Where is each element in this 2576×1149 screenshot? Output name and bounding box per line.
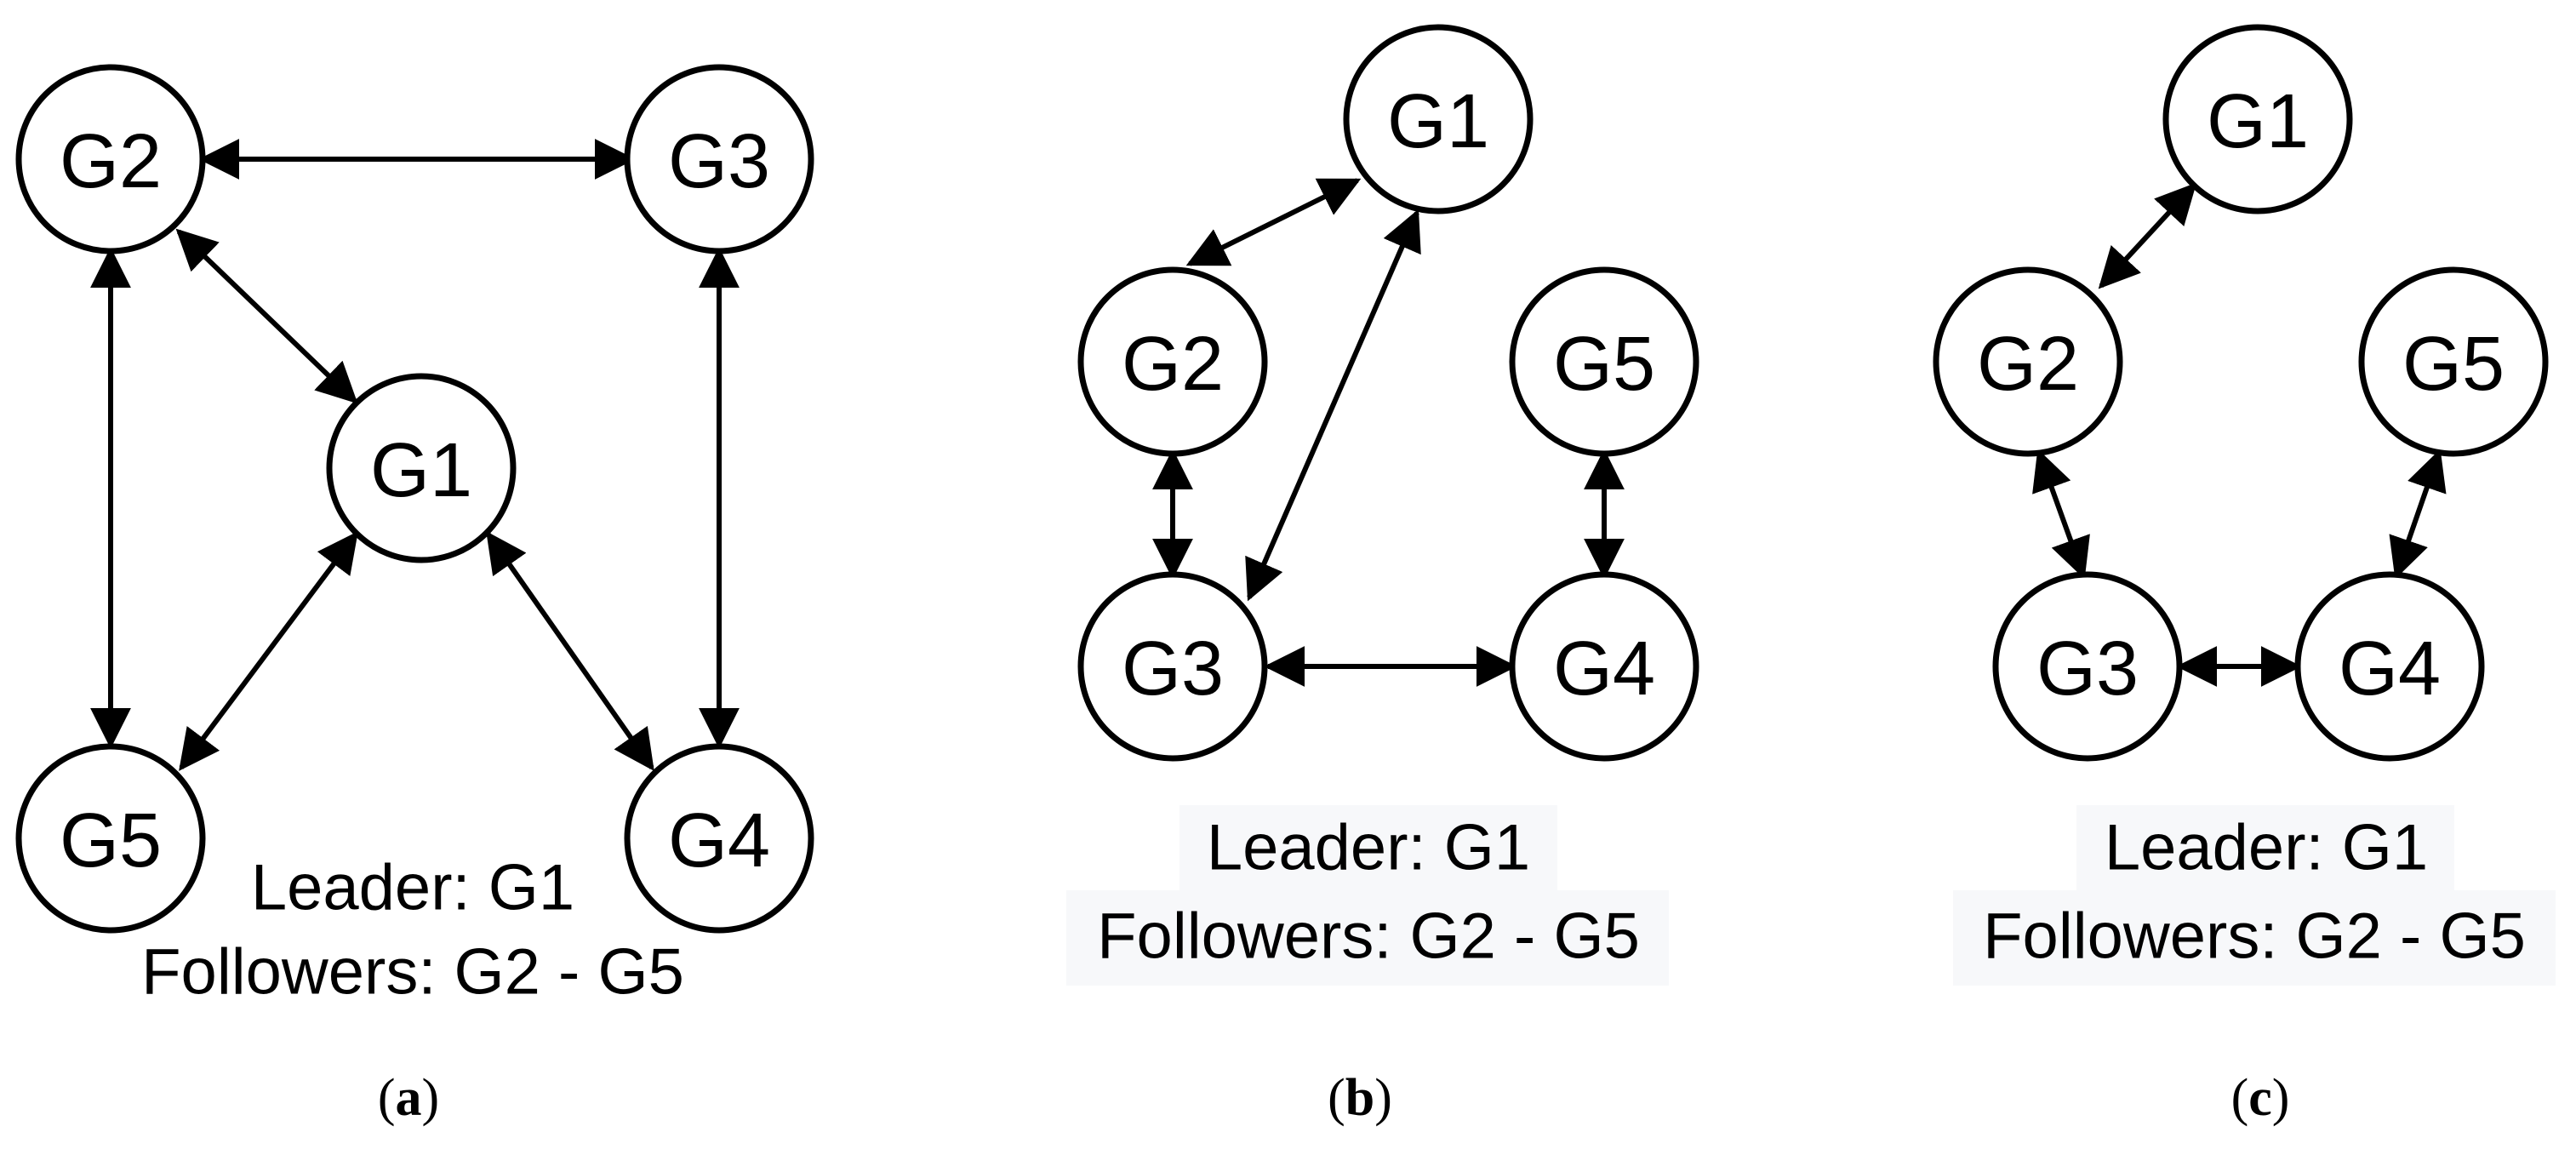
panel-b-nodes: G1 G2 G3 G4 G5 bbox=[1077, 24, 1699, 762]
edge-g2-g1 bbox=[175, 228, 358, 404]
panel-b: G1 G2 G3 G4 G5 Leader: G1 Followers: G2 … bbox=[1066, 24, 1699, 1127]
node-g4: G4 bbox=[2294, 571, 2485, 762]
node-g2: G2 bbox=[1077, 266, 1268, 457]
node-label: G2 bbox=[1122, 322, 1224, 407]
node-label: G5 bbox=[60, 798, 162, 883]
node-g3: G3 bbox=[624, 64, 814, 254]
edge-g5-g4 bbox=[2389, 449, 2447, 580]
panel-b-edges bbox=[1152, 178, 1625, 687]
followers-caption: Followers: G2 - G5 bbox=[1097, 900, 1640, 973]
node-g5: G5 bbox=[1509, 266, 1699, 457]
leader-caption: Leader: G1 bbox=[1207, 812, 1530, 884]
followers-caption-background bbox=[1953, 890, 2556, 986]
panel-label-c: (c) bbox=[2231, 1069, 2290, 1127]
edge-g1-g4 bbox=[486, 531, 654, 771]
node-label: G1 bbox=[370, 428, 472, 513]
leader-caption-background bbox=[2076, 805, 2454, 890]
node-g2: G2 bbox=[1933, 266, 2123, 457]
node-label: G4 bbox=[668, 798, 770, 883]
node-g3: G3 bbox=[1992, 571, 2183, 762]
node-g1: G1 bbox=[326, 373, 517, 563]
node-label: G5 bbox=[1553, 322, 1655, 407]
node-label: G2 bbox=[60, 119, 162, 204]
node-label: G3 bbox=[668, 119, 770, 204]
node-label: G4 bbox=[2339, 626, 2441, 712]
edge-g1-g2 bbox=[1185, 178, 1362, 266]
node-label: G3 bbox=[1122, 626, 1224, 712]
node-label: G1 bbox=[1387, 79, 1489, 164]
edge-g1-g5 bbox=[179, 531, 358, 771]
node-g1: G1 bbox=[1343, 24, 1534, 214]
followers-caption: Followers: G2 - G5 bbox=[1983, 900, 2526, 973]
leader-caption-background bbox=[1179, 805, 1557, 890]
edge-g2-g3 bbox=[2032, 449, 2090, 580]
leader-caption: Leader: G1 bbox=[251, 852, 574, 924]
followers-caption: Followers: G2 - G5 bbox=[141, 936, 684, 1009]
panel-c-nodes: G1 G2 G3 G4 G5 bbox=[1933, 24, 2549, 762]
node-label: G2 bbox=[1977, 322, 2079, 407]
panel-a-nodes: G1 G2 G3 G4 G5 bbox=[15, 64, 814, 934]
node-g4: G4 bbox=[624, 743, 814, 934]
node-label: G4 bbox=[1553, 626, 1655, 712]
node-label: G5 bbox=[2402, 322, 2505, 407]
panel-c-edges bbox=[2032, 182, 2447, 687]
node-g5: G5 bbox=[2358, 266, 2549, 457]
node-g3: G3 bbox=[1077, 571, 1268, 762]
followers-caption-background bbox=[1066, 890, 1669, 986]
panel-a-edges bbox=[90, 139, 740, 771]
node-g5: G5 bbox=[15, 743, 206, 934]
node-g1: G1 bbox=[2162, 24, 2353, 214]
edge-g1-g2 bbox=[2098, 182, 2197, 289]
panel-a: G1 G2 G3 G4 G5 Leader: G1 Followers: G2 … bbox=[15, 64, 814, 1127]
panel-c: G1 G2 G3 G4 G5 Leader: G1 Followers: G2 … bbox=[1933, 24, 2556, 1127]
edge-g1-g3 bbox=[1245, 209, 1421, 602]
node-label: G3 bbox=[2036, 626, 2139, 712]
panel-label-b: (b) bbox=[1328, 1069, 1392, 1127]
panel-label-a: (a) bbox=[378, 1069, 439, 1127]
node-g4: G4 bbox=[1509, 571, 1699, 762]
node-label: G1 bbox=[2207, 79, 2309, 164]
node-g2: G2 bbox=[15, 64, 206, 254]
leader-caption: Leader: G1 bbox=[2105, 812, 2428, 884]
